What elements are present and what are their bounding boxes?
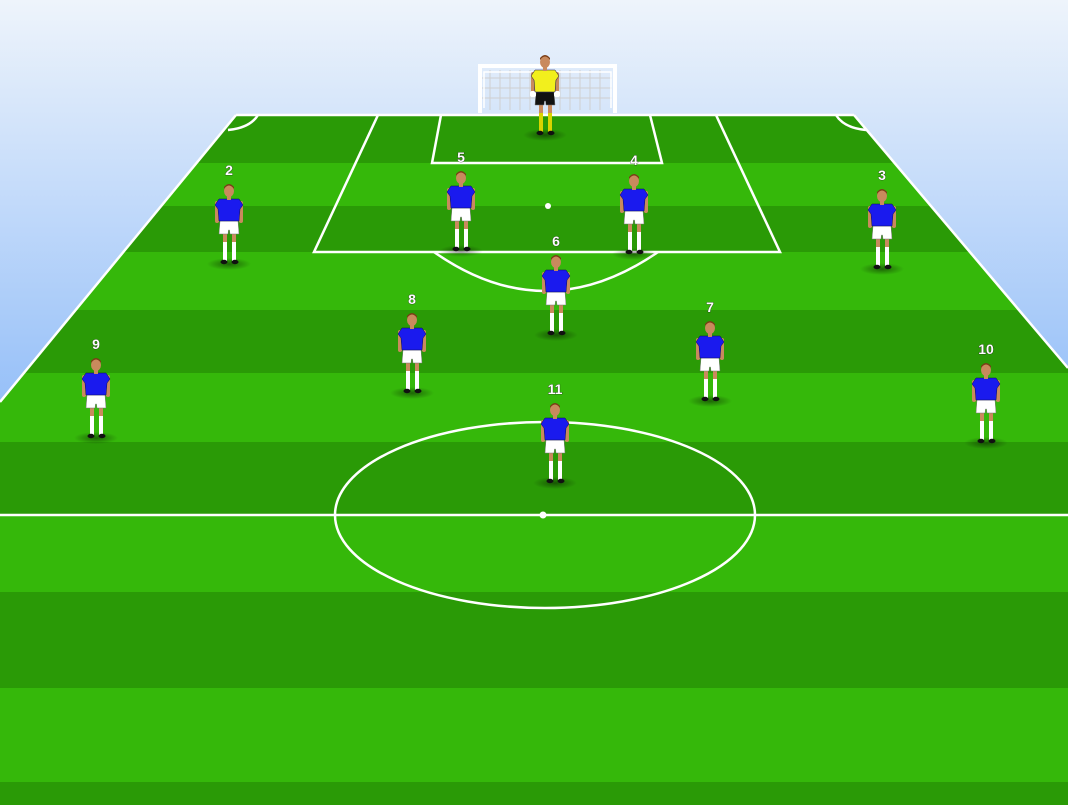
player-number-label: 7	[706, 299, 714, 315]
player-number-label: 10	[978, 341, 994, 357]
grass-stripe	[0, 252, 1068, 310]
player-number-label: 8	[408, 291, 416, 307]
grass-stripe	[0, 592, 1068, 688]
grass-stripe	[0, 515, 1068, 592]
penalty-spot	[545, 203, 551, 209]
grass-stripe	[0, 688, 1068, 782]
player-number-label: 5	[457, 149, 465, 165]
grass-stripes	[0, 115, 1068, 805]
grass-stripe	[0, 442, 1068, 515]
grass-stripe	[0, 373, 1068, 442]
player-number-label: 4	[630, 152, 638, 168]
grass-stripe	[0, 206, 1068, 252]
player-number-label: 2	[225, 162, 233, 178]
player-number-label: 9	[92, 336, 100, 352]
center-spot	[540, 512, 547, 519]
player-number-label: 11	[548, 381, 563, 397]
grass-stripe	[0, 310, 1068, 373]
player-number-label: 3	[878, 167, 886, 183]
player-number-label: 6	[552, 233, 560, 249]
grass-stripe	[0, 782, 1068, 805]
